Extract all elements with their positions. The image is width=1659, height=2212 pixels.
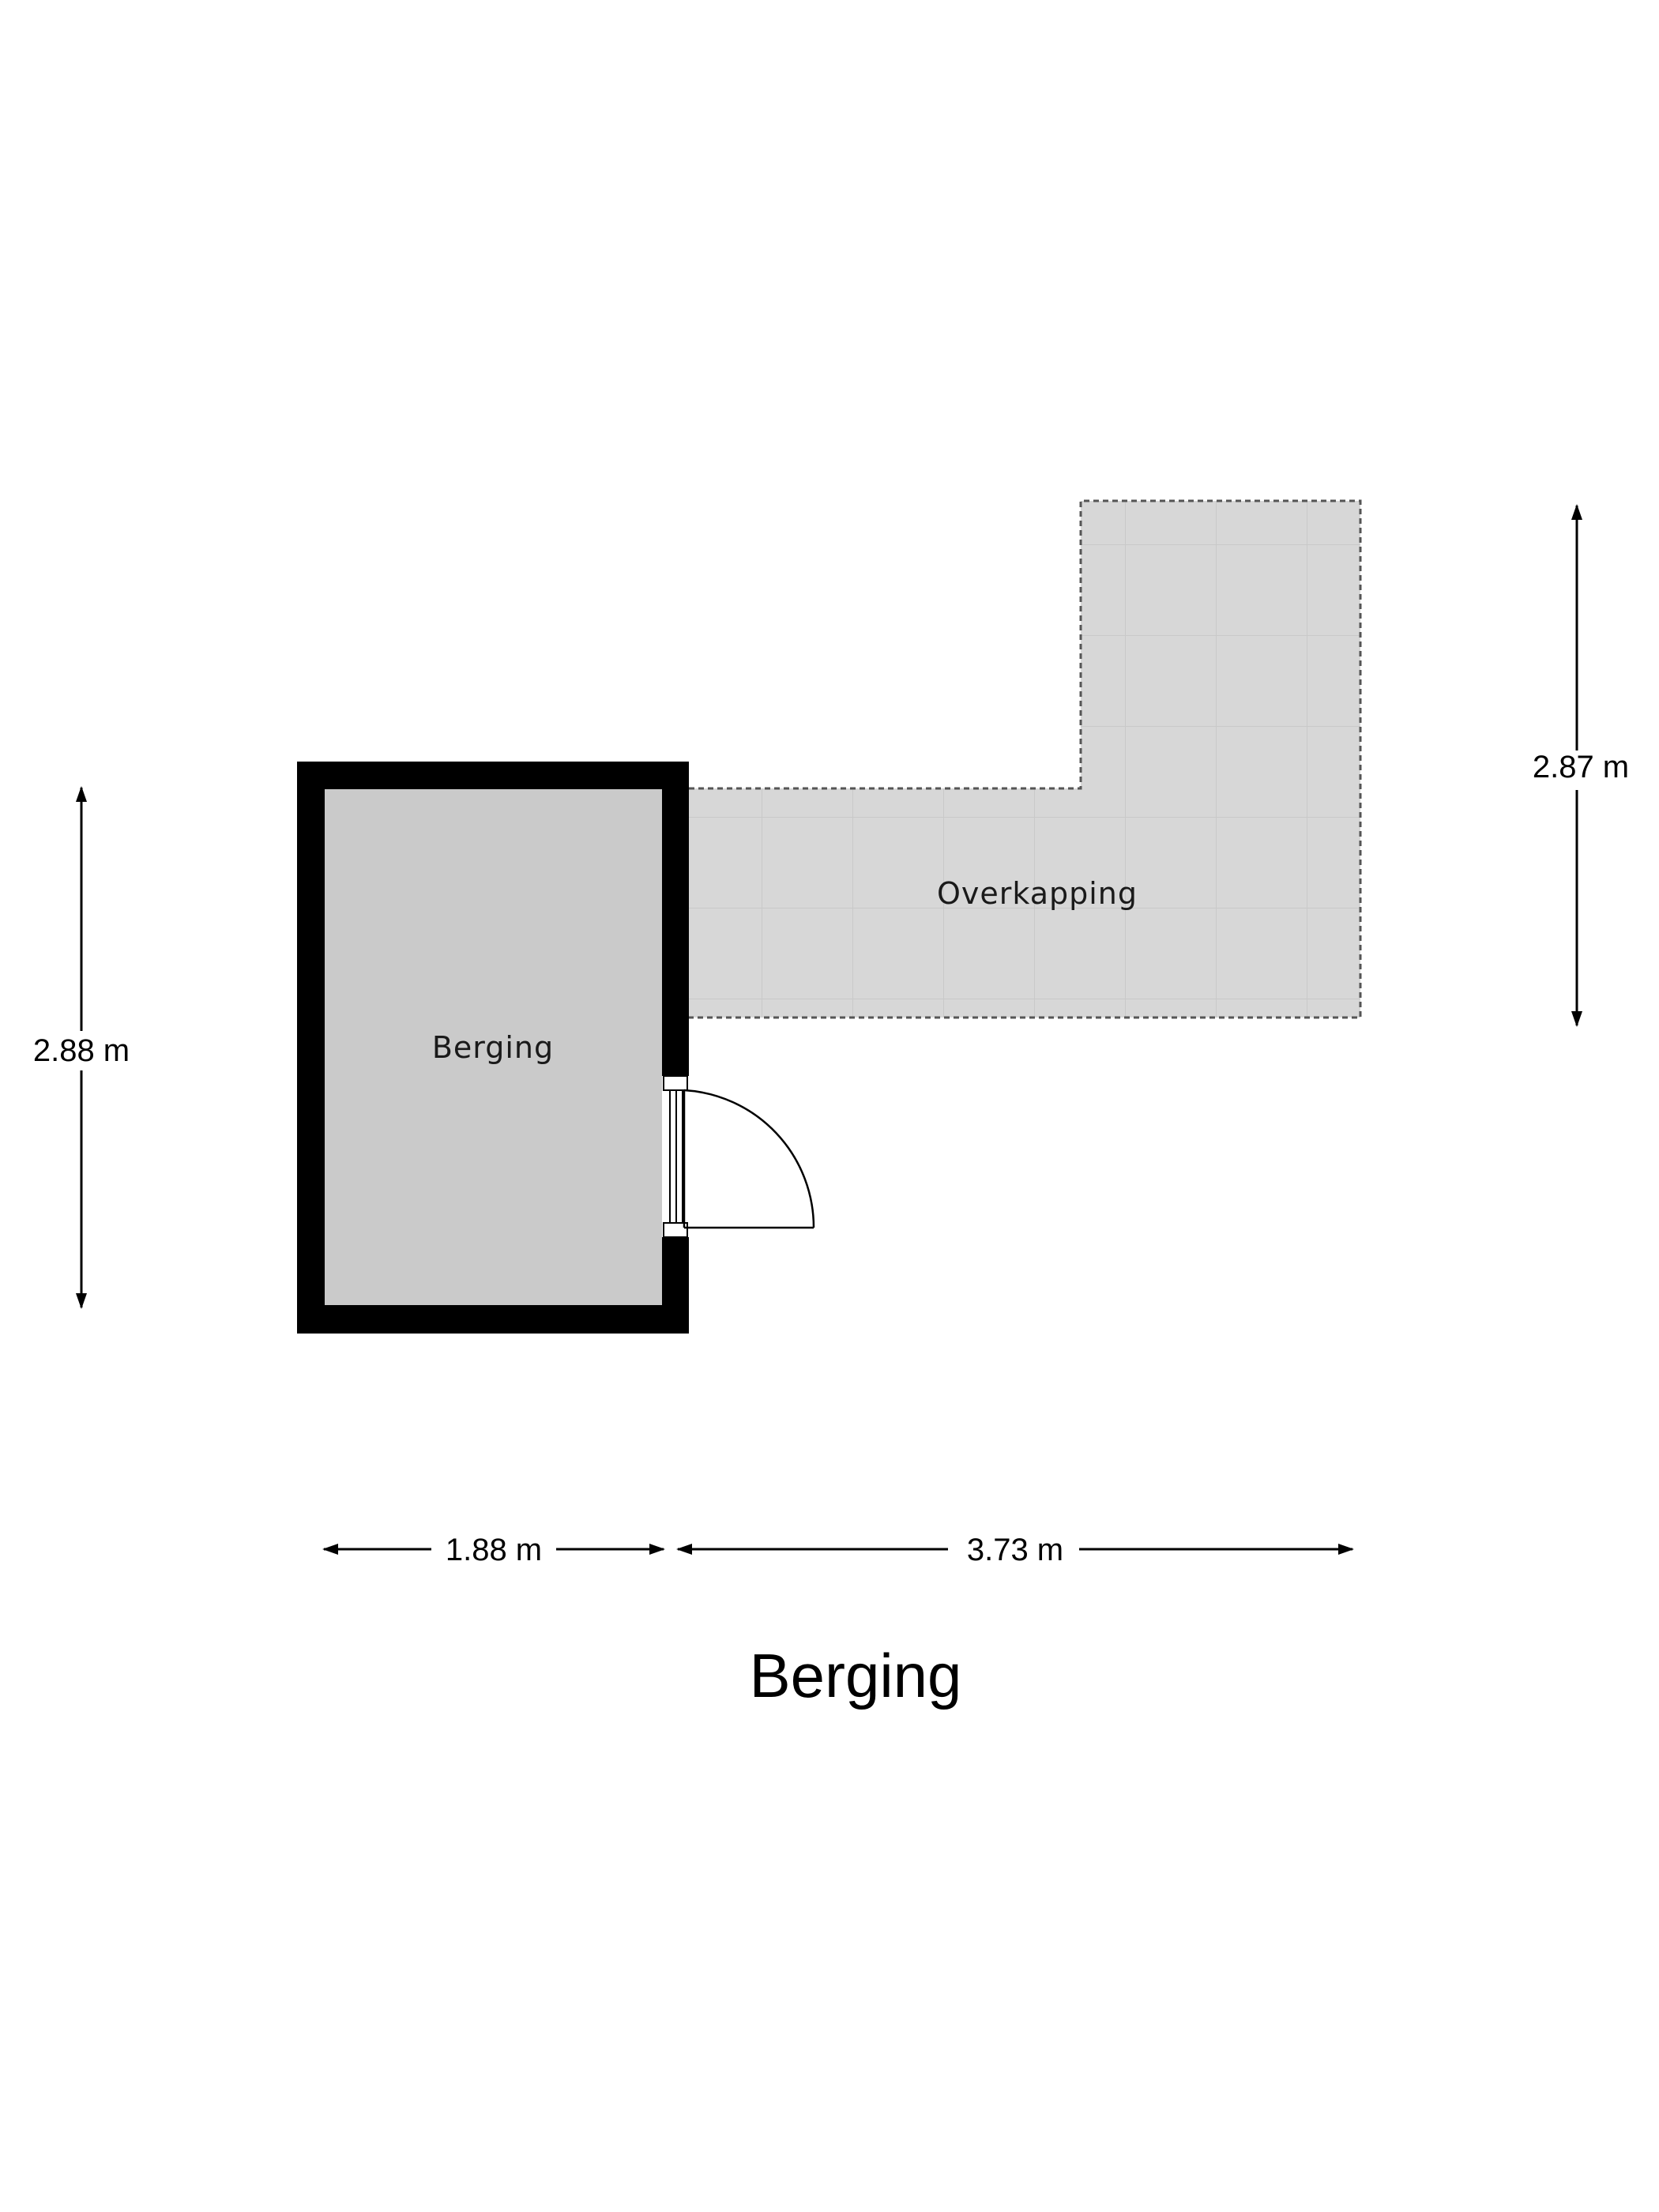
dimension-left: 2.88 m	[33, 786, 130, 1309]
overkapping-floor	[689, 501, 1360, 1018]
berging-label: Berging	[432, 1030, 554, 1065]
plan-title: Berging	[750, 1641, 962, 1710]
berging-floor	[325, 789, 662, 1305]
door-swing	[683, 1089, 815, 1229]
door-frame	[663, 1075, 688, 1238]
overkapping-label: Overkapping	[937, 876, 1138, 911]
dimension-right: 2.87 m	[1533, 504, 1629, 1027]
overkapping-area: Overkapping	[689, 499, 1362, 1019]
dimension-right-label: 2.87 m	[1533, 750, 1629, 784]
berging-room: Berging	[297, 762, 815, 1334]
dimension-bottom-left: 1.88 m	[322, 1533, 665, 1567]
dimension-bottom-left-label: 1.88 m	[446, 1533, 542, 1567]
dimension-bottom-right-label: 3.73 m	[967, 1533, 1063, 1567]
overkapping-outline	[689, 499, 1362, 1019]
dimension-bottom-right: 3.73 m	[676, 1533, 1354, 1567]
dimension-left-label: 2.88 m	[33, 1033, 130, 1068]
